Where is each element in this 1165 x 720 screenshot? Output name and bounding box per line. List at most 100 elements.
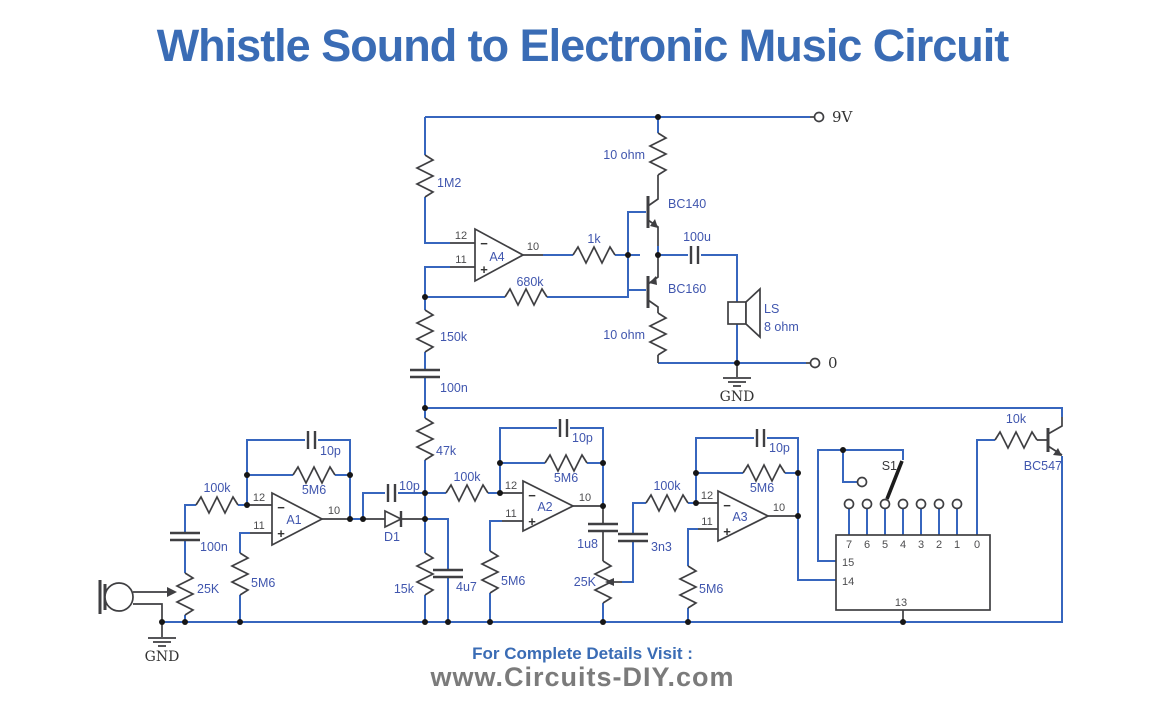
wire-3n3-branch <box>622 502 696 583</box>
footer-url: www.Circuits-DIY.com <box>430 662 735 692</box>
junction-dots <box>159 114 906 625</box>
label-3n3: 3n3 <box>651 540 672 554</box>
label-s1: S1 <box>882 459 897 473</box>
capacitor-10p-series <box>386 484 397 502</box>
pot2-wiper-arrow <box>605 578 614 586</box>
wire-mic-input <box>184 504 247 622</box>
capacitor-10p-fb3 <box>755 429 766 447</box>
opamp-a3-pin11: 11 <box>701 516 712 528</box>
label-4u7: 4u7 <box>456 580 477 594</box>
label-5m6-g3: 5M6 <box>699 582 723 596</box>
opamp-a4-pin12: 12 <box>455 230 467 242</box>
opamp-a3-body <box>717 489 770 543</box>
label-100k-2: 100k <box>453 470 481 484</box>
opamp-a2-pin12: 12 <box>505 480 517 492</box>
switch-s1 <box>856 460 904 500</box>
ic-contact-4 <box>897 498 909 510</box>
wire-ground-rail <box>162 456 1063 623</box>
gnd2-symbol <box>148 622 176 647</box>
label-d1: D1 <box>384 530 400 544</box>
resistor-1m2 <box>416 154 434 198</box>
mic-leads <box>133 591 167 622</box>
label-ic-pin0: 0 <box>974 539 980 551</box>
footer-visit-text: For Complete Details Visit : <box>472 644 693 663</box>
speaker-box <box>727 301 747 325</box>
label-150k: 150k <box>440 330 468 344</box>
label-100n-in: 100n <box>200 540 228 554</box>
opamp-a1-pin10: 10 <box>328 505 340 517</box>
resistor-5m6-fb2 <box>544 454 588 472</box>
terminal-0-circle <box>809 357 821 369</box>
wire-ic-pin0-10k <box>976 439 995 535</box>
label-ic-pin14: 14 <box>842 576 854 588</box>
label-10ohm-bot: 10 ohm <box>603 328 645 342</box>
resistor-47k <box>416 417 434 461</box>
opamp-a3: − + A3 12 11 10 <box>696 489 798 543</box>
ic-contact-7 <box>843 498 855 510</box>
label-680k: 680k <box>516 275 544 289</box>
gnd1-symbol <box>723 363 751 387</box>
wire-a2-pin11 <box>489 520 502 622</box>
label-ic-pin7: 7 <box>846 539 852 551</box>
wire-a3-out-ic14 <box>797 516 836 581</box>
terminals <box>806 111 825 369</box>
wire-1m2-chain <box>424 117 450 244</box>
resistor-5m6-fb3 <box>742 464 786 482</box>
wire-a1-pin11 <box>239 532 250 622</box>
opamp-a1-body <box>271 491 324 547</box>
ic-contact-5 <box>879 498 891 510</box>
label-10k: 10k <box>1006 412 1027 426</box>
label-gnd-top: GND <box>720 389 755 405</box>
ic-contact-2 <box>933 498 945 510</box>
bc547-emitter-arrow <box>1053 448 1062 456</box>
resistor-5m6-g3 <box>679 565 697 609</box>
label-5m6-g2: 5M6 <box>501 574 525 588</box>
label-100n-mid: 100n <box>440 381 468 395</box>
ic-body <box>835 534 991 611</box>
opamp-a4-pin11: 11 <box>455 254 466 266</box>
ic-contact-6 <box>861 498 873 510</box>
capacitor-3n3 <box>618 532 648 543</box>
label-5m6-fb2: 5M6 <box>554 471 578 485</box>
wire-d1-branch <box>362 492 449 622</box>
ground-top <box>723 363 751 387</box>
opamp-a2-body <box>522 479 575 533</box>
label-5m6-fb1: 5M6 <box>302 483 326 497</box>
label-ic-pin1: 1 <box>954 539 960 551</box>
opamp-a3-pins <box>696 502 798 530</box>
opamp-a4-body <box>474 227 525 283</box>
opamp-a3-minus: − <box>723 498 731 513</box>
ic-contact-3 <box>915 498 927 510</box>
wire-switch-pole <box>842 450 857 483</box>
label-ic-pin2: 2 <box>936 539 942 551</box>
opamp-a4-plus: + <box>480 262 488 277</box>
resistor-100k-2 <box>445 484 489 502</box>
label-ic-pin3: 3 <box>918 539 924 551</box>
capacitor-4u7 <box>433 568 463 579</box>
opamp-a1-pin12: 12 <box>253 492 265 504</box>
capacitor-10p-fb2 <box>558 419 569 437</box>
resistor-10k <box>994 431 1038 449</box>
opamp-a3-pin12: 12 <box>701 490 713 502</box>
resistor-10ohm-top <box>649 132 667 176</box>
opamp-a1-minus: − <box>277 500 285 515</box>
ground-bottom <box>148 622 176 647</box>
page-title: Whistle Sound to Electronic Music Circui… <box>156 20 1010 71</box>
microphone <box>98 578 622 622</box>
label-1u8: 1u8 <box>577 537 598 551</box>
label-100k-3: 100k <box>653 479 681 493</box>
transistor-bc547 <box>1037 417 1063 456</box>
opamp-a4-pin10: 10 <box>527 241 539 253</box>
wire-680k-feedback <box>425 211 646 298</box>
label-10p-fb2: 10p <box>572 431 593 445</box>
resistor-680k <box>504 288 548 306</box>
label-1m2: 1M2 <box>437 176 461 190</box>
capacitors <box>170 246 766 579</box>
label-25k-1: 25K <box>197 582 220 596</box>
bc140-leads <box>647 175 659 246</box>
wire-mid-rail <box>425 407 1063 417</box>
label-5m6-fb3: 5M6 <box>750 481 774 495</box>
opamp-a4-minus: − <box>480 236 488 251</box>
opamp-a2: − + A2 12 11 10 <box>500 479 601 533</box>
